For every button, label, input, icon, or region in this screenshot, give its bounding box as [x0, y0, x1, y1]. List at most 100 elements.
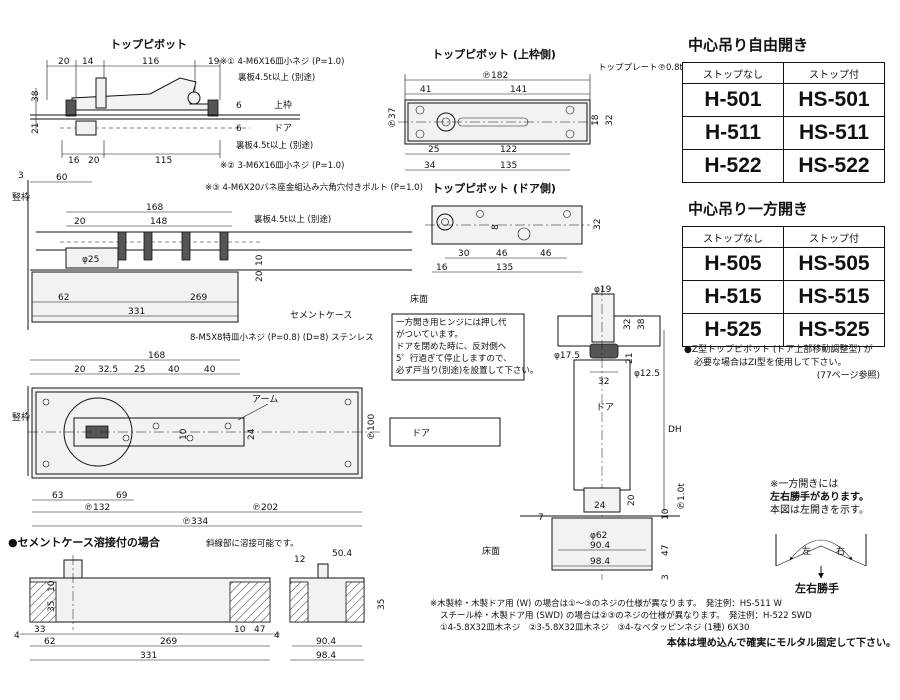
dim-tp-20: 20	[58, 57, 70, 67]
plan-door	[389, 417, 501, 447]
dim-fr-135: 135	[500, 161, 517, 171]
single-swing-title: 中心吊り一方開き	[688, 201, 809, 218]
dim-tp-21: 21	[31, 123, 41, 134]
dim-rs-38: 38	[637, 318, 647, 330]
cement-case-weld-view: ●セメントケース溶接付の場合 斜線部に溶接可能です。 10 35 4 33 62…	[8, 535, 387, 661]
free-swing-table: ストップなし ストップ付 H-501 HS-501 H-511 HS-511 H…	[682, 62, 885, 183]
model-h-515: H-515	[682, 280, 784, 314]
dim-pv-20: 20	[74, 365, 86, 375]
label-door: ドア	[274, 124, 292, 134]
dim-ss-148: 148	[150, 217, 167, 227]
dim-tp-20b: 20	[88, 156, 100, 166]
dim-cw-90-4: 90.4	[316, 637, 336, 647]
dim-ss-20: 20	[74, 217, 86, 227]
hand-caption: 左右勝手	[794, 581, 839, 595]
rs-cement-case	[551, 517, 653, 571]
rs-label-floor: 床面	[482, 545, 500, 557]
dim-rs-20: 20	[627, 494, 637, 506]
dim-dr-32: 32	[593, 219, 603, 230]
callout-line-4: 5゜行過ぎて停止しますので、	[396, 353, 512, 364]
dim-cw-4a: 4	[14, 631, 20, 641]
dim-tp-6b: 6	[236, 124, 242, 134]
dim-fr-141: 141	[510, 85, 527, 95]
footnote-3: ①4-5.8X32皿木ネジ ②3-5.8X32皿木ネジ ③4-なべタッピンネジ …	[440, 623, 750, 633]
dim-fr-34: 34	[424, 161, 436, 171]
hand-line-1: ※一方開きには	[770, 479, 839, 490]
z-note-line-1: ●Z型トップピボット (ドア上部移動調整型) が	[684, 345, 873, 355]
dim-fr-37: ℗37	[388, 108, 398, 128]
note-bolt: ※③ 4-M6X20バネ座金組込み六角穴付きボルト (P=1.0)	[205, 182, 423, 193]
right-section-view: φ19 32 38 φ17.5 21 32 φ12.5 ドア 24 20 10 …	[482, 285, 687, 580]
note-backplate-1: 裏板4.5t以上 (別途)	[238, 72, 315, 83]
dim-ss-269: 269	[190, 293, 207, 303]
dim-rs-21: 21	[625, 353, 635, 364]
z-type-note: ●Z型トップピボット (ドア上部移動調整型) が 必要な場合はZI型を使用して下…	[684, 344, 894, 383]
dim-rs-3: 3	[661, 574, 671, 580]
dim-fr-32: 32	[605, 115, 615, 126]
callout-line-3: ドアを閉めた時に、反対側へ	[396, 341, 507, 352]
model-hs-511: HS-511	[783, 116, 885, 150]
dim-pv-168: 168	[148, 351, 165, 361]
dim-cw-47: 47	[254, 625, 265, 635]
note-backplate-3: 裏板4.5t以上 (別途)	[254, 214, 331, 225]
model-h-511: H-511	[682, 116, 784, 150]
dim-cw-4b: 4	[274, 631, 280, 641]
hand-left-label: 左	[802, 545, 811, 557]
dim-rs-1t: ℗1.0t	[677, 483, 687, 510]
rs-bushing	[589, 343, 619, 359]
dim-rs-90-4: 90.4	[590, 541, 610, 551]
dim-ss-phi25: φ25	[82, 255, 99, 265]
callout-line-2: がついています。	[396, 329, 463, 340]
dim-rs-dh: DH	[668, 425, 682, 435]
callout-line-1: 一方開き用ヒンジには押し代	[396, 317, 507, 328]
hand-right-label: 右	[836, 545, 845, 557]
hand-line-3: 本図は左開きを示す。	[770, 505, 869, 516]
note-backplate-2: 裏板4.5t以上 (別途)	[236, 140, 313, 151]
dim-cw-62: 62	[44, 637, 55, 647]
dim-pv-63: 63	[52, 491, 63, 501]
free-col-stop: ストップ付	[783, 62, 885, 84]
dim-rs-7: 7	[538, 513, 544, 523]
free-swing-title: 中心吊り自由開き	[688, 37, 809, 54]
dim-dr-16: 16	[436, 263, 448, 273]
cw-weld-right	[229, 581, 271, 623]
top-pivot-title: トップピボット	[110, 37, 187, 51]
model-h-501: H-501	[682, 83, 784, 117]
dim-pv-69: 69	[116, 491, 128, 501]
handedness-diagram: 左 右 左右勝手	[775, 534, 867, 595]
dim-cw-10: 10	[47, 580, 57, 592]
dim-cw-269: 269	[160, 637, 177, 647]
dim-dr-135: 135	[496, 263, 513, 273]
dim-rs-32b: 32	[598, 377, 609, 387]
label-floor: 床面	[410, 293, 428, 305]
callout-line-5: 必ず戸当り(別途)を設置して下さい。	[396, 365, 538, 376]
dim-ss-3: 3	[18, 171, 24, 181]
dim-pv-40a: 40	[168, 365, 180, 375]
dim-tp-6a: 6	[236, 101, 242, 111]
screw-1	[65, 99, 77, 117]
plan-screw-note: 8-M5X8特皿小ネジ (P=0.8) (D=8) ステンレス	[190, 332, 374, 343]
dim-rs-98-4: 98.4	[590, 557, 610, 567]
plan-view: 8-M5X8特皿小ネジ (P=0.8) (D=8) ステンレス 168 20 3…	[12, 313, 538, 527]
dim-pv-25: 25	[134, 365, 145, 375]
footnotes: ※木製枠・木製ドア用 (W) の場合は①～③のネジの仕様が異なります。 発注例：…	[430, 598, 896, 650]
dim-cw-35: 35	[47, 601, 57, 612]
model-hs-505: HS-505	[783, 247, 885, 281]
dim-pv-10: 10	[179, 428, 189, 440]
single-col-stop: ストップ付	[783, 226, 885, 248]
dim-cw-33: 33	[34, 625, 45, 635]
note-screw-2: ※② 3-M6X16皿小ネジ (P=1.0)	[220, 160, 344, 171]
dim-ss-60: 60	[56, 173, 68, 183]
dim-rs-24: 24	[594, 501, 606, 511]
dim-rs-10: 10	[661, 508, 671, 520]
model-hs-525: HS-525	[783, 313, 885, 347]
dim-rs-phi62: φ62	[590, 531, 607, 541]
top-plate-note: トッププレート℗0.8t	[598, 63, 684, 73]
single-col-no-stop: ストップなし	[682, 226, 784, 248]
dim-rs-phi17-5: φ17.5	[554, 351, 580, 361]
dim-pv-202: ℗202	[252, 503, 278, 513]
dim-fr-18: 18	[591, 114, 601, 126]
model-hs-501: HS-501	[783, 83, 885, 117]
rs-label-door: ドア	[596, 403, 614, 413]
